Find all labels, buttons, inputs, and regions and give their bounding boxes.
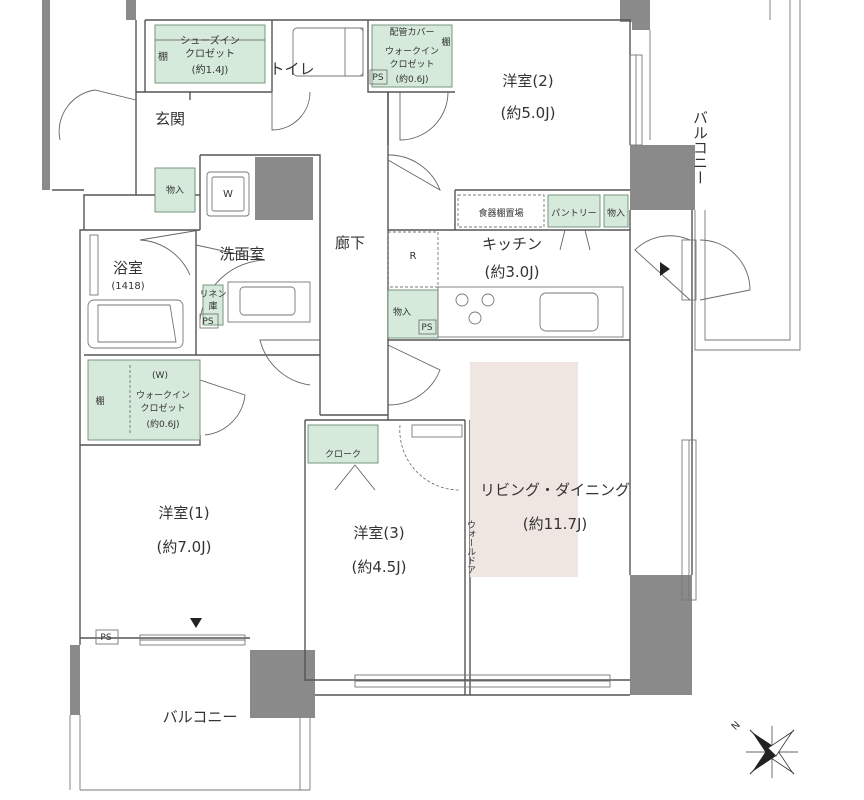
living-dining-size: (約11.7J)	[523, 515, 588, 533]
dish-shelf-label: 食器棚置場	[478, 207, 523, 219]
washer-label: W	[223, 189, 233, 200]
store-entrance-label: 物入	[166, 184, 184, 196]
entrance-name: 玄関	[155, 110, 185, 128]
cloak-label: クローク	[325, 449, 361, 460]
corridor-name: 廊下	[335, 234, 365, 252]
fridge-label: R	[410, 251, 417, 262]
balcony-top	[649, 0, 801, 351]
walkin-top-size: (約0.6J)	[396, 73, 429, 85]
walkin-top-cover: 配管カバー	[389, 26, 434, 38]
walkin-top-shelf: 棚	[441, 36, 450, 48]
structural-walls	[42, 0, 695, 718]
washroom-name: 洗面室	[219, 245, 264, 263]
living-dining-name: リビング・ダイニング	[480, 481, 630, 499]
kitchen-name: キッチン	[482, 235, 542, 253]
balcony-top-name: バルコニー	[691, 110, 709, 185]
western-room-3-size: (約4.5J)	[352, 558, 407, 576]
store-kitchen-label: 物入	[393, 306, 411, 318]
bathroom-name: 浴室	[113, 259, 143, 277]
labels: 洋室(2) (約5.0J) 洋室(1) (約7.0J) 洋室(3) (約4.5J…	[95, 26, 709, 726]
compass-icon	[746, 726, 798, 778]
western-room-2-size: (約5.0J)	[501, 104, 556, 122]
ps-label-1: PS	[372, 73, 383, 83]
entry-arrow-icon	[660, 262, 670, 276]
shoes-closet-shelf: 棚	[158, 50, 168, 63]
walkin-left-shelf: 棚	[95, 395, 104, 407]
store-right-label: 物入	[607, 207, 625, 219]
balcony-bottom-name: バルコニー	[163, 708, 238, 726]
balcony-marker-icon	[190, 618, 202, 628]
shoes-closet-line2: クロゼット	[185, 48, 235, 60]
shoes-closet-size: (約1.4J)	[192, 63, 229, 76]
walkin-left-line1: ウォークイン	[136, 390, 190, 401]
bathroom-size: (1418)	[111, 281, 144, 292]
walkin-top-line2: クロゼット	[389, 58, 434, 70]
shoes-closet-line1: シューズイン	[180, 34, 240, 47]
windows	[139, 54, 697, 688]
doors	[58, 89, 751, 491]
ps-label-3: PS	[421, 323, 432, 333]
western-room-3-name: 洋室(3)	[353, 524, 404, 542]
toilet-name: トイレ	[269, 60, 314, 78]
linen-line1: リネン	[199, 289, 226, 300]
compass-north-label: N	[730, 720, 743, 733]
walkin-left-line2: クロゼット	[140, 402, 185, 414]
ps-label-2: PS	[202, 317, 213, 327]
wall-door-label: ウォールドア	[465, 520, 476, 574]
fixtures	[87, 27, 624, 577]
western-room-1-size: (約7.0J)	[157, 538, 212, 556]
walkin-left-w: (W)	[152, 371, 168, 381]
ps-boxes	[95, 69, 437, 645]
walkin-left-size: (約0.6J)	[147, 418, 180, 430]
kitchen-size: (約3.0J)	[485, 263, 540, 281]
pantry-label: パントリー	[551, 208, 596, 219]
linen-line2: 庫	[208, 300, 217, 312]
walkin-top-line1: ウォークイン	[385, 46, 439, 57]
western-room-2-name: 洋室(2)	[502, 72, 553, 90]
storage-units	[87, 24, 629, 464]
western-room-1-name: 洋室(1)	[158, 504, 209, 522]
ps-label-4: PS	[100, 633, 111, 643]
outline-walls	[52, 19, 693, 791]
